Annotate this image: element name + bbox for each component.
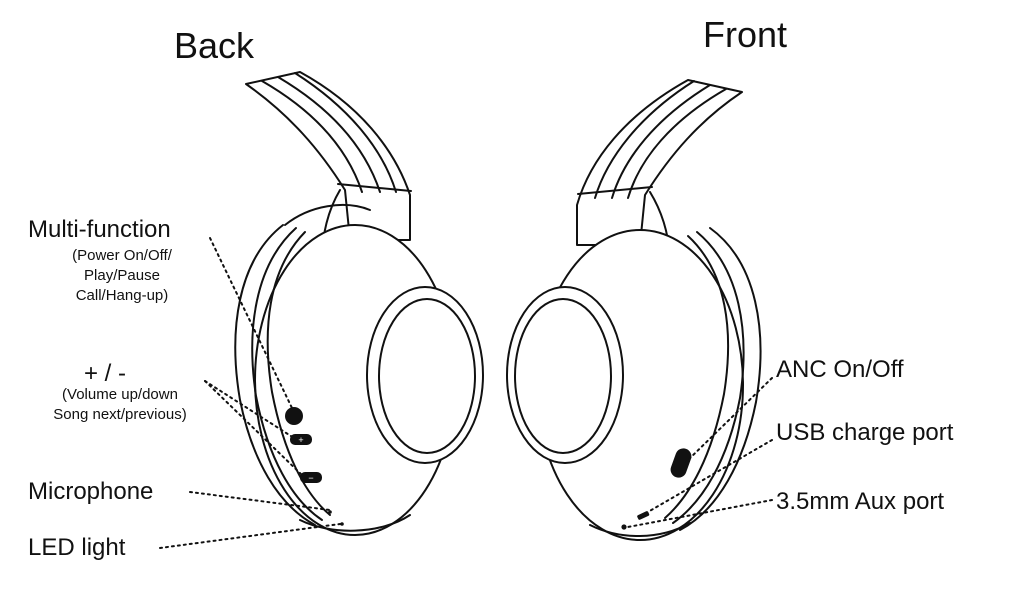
usb-label: USB charge port xyxy=(776,419,954,446)
back-heading: Back xyxy=(174,25,255,66)
volume-description: (Volume up/down Song next/previous) xyxy=(22,385,218,425)
multifunction-line: Call/Hang-up) xyxy=(75,287,169,304)
leader-multifunction xyxy=(209,237,293,409)
plus-glyph: + xyxy=(298,435,303,445)
multifunction-line: Play/Pause xyxy=(84,267,160,284)
back-earcup xyxy=(234,204,484,536)
leader-usb xyxy=(647,439,773,513)
volume-line: (Volume up/down xyxy=(62,386,178,403)
volume-label: + / - xyxy=(84,360,127,387)
leader-volume-minus xyxy=(204,380,305,478)
back-headband xyxy=(245,71,412,381)
volume-button-plus xyxy=(290,434,312,445)
microphone-label: Microphone xyxy=(28,478,154,505)
leader-led xyxy=(159,523,341,549)
volume-line: Song next/previous) xyxy=(53,406,187,423)
volume-button-minus xyxy=(300,472,322,483)
aux-port xyxy=(621,524,627,530)
leader-volume-plus xyxy=(204,380,295,439)
minus-glyph: − xyxy=(308,473,313,483)
aux-label: 3.5mm Aux port xyxy=(776,488,945,515)
multifunction-line: (Power On/Off/ xyxy=(72,247,172,264)
leader-aux xyxy=(627,499,773,528)
anc-button xyxy=(670,448,692,478)
multifunction-label: Multi-function xyxy=(28,216,171,243)
front-earcup xyxy=(506,227,762,541)
multifunction-button xyxy=(285,407,303,425)
multifunction-description: (Power On/Off/ Play/Pause Call/Hang-up) xyxy=(34,246,210,306)
front-controls xyxy=(621,448,692,530)
back-buttons: + − xyxy=(285,407,344,526)
anc-label: ANC On/Off xyxy=(776,356,904,383)
led-dot xyxy=(340,522,344,526)
front-heading: Front xyxy=(703,14,788,55)
leader-anc xyxy=(685,377,773,463)
leader-lines xyxy=(159,237,773,549)
microphone-hole xyxy=(328,510,332,514)
leader-microphone xyxy=(189,491,331,511)
usb-port xyxy=(637,511,650,520)
led-light-label: LED light xyxy=(28,534,126,561)
